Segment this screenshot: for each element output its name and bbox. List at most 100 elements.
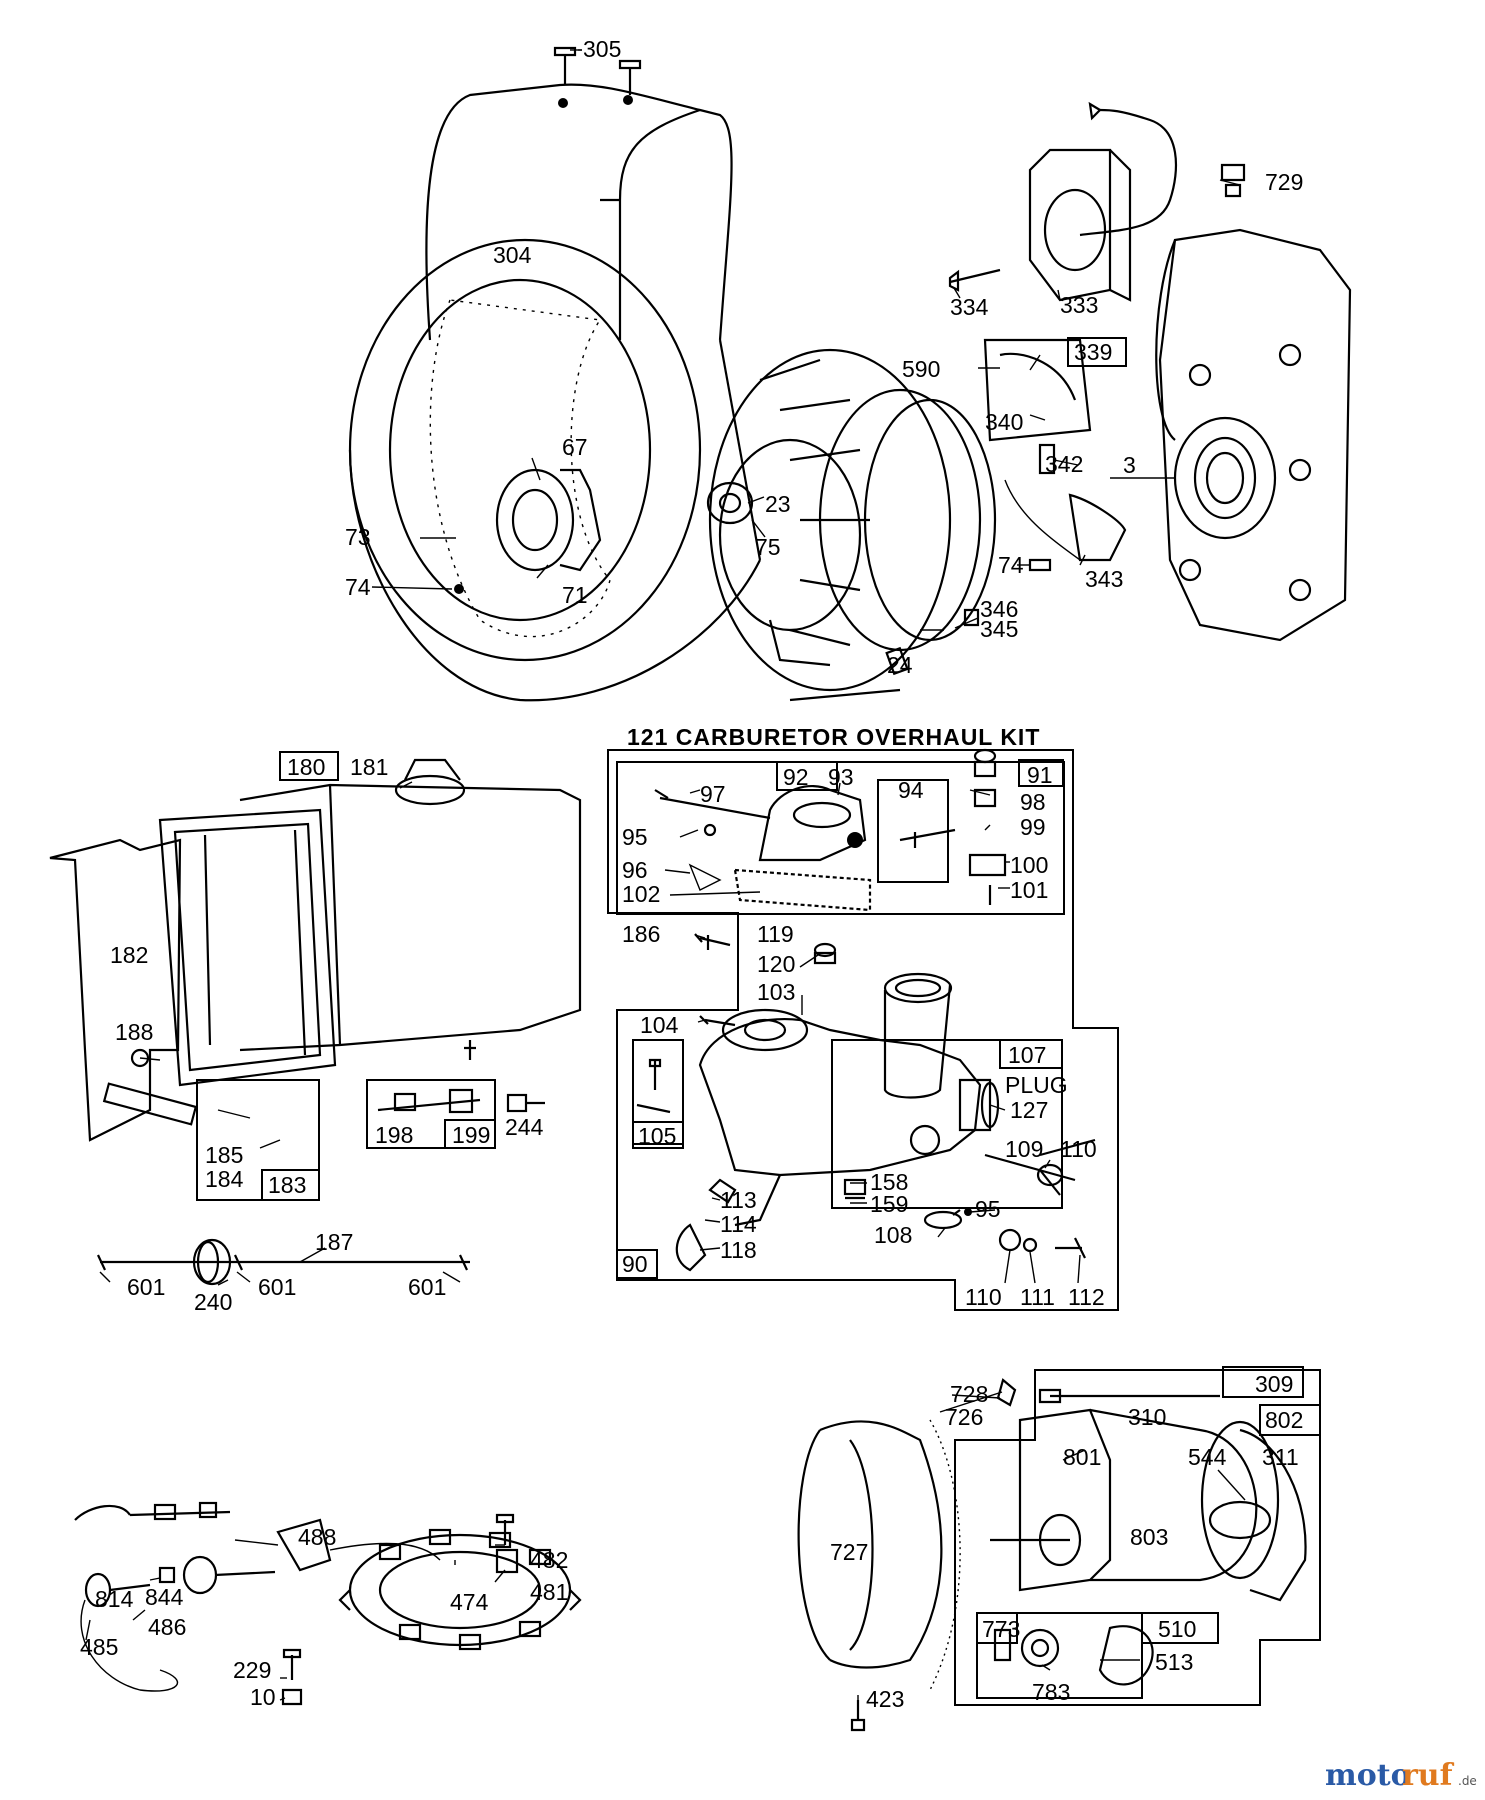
- crankcase-cover: [983, 228, 1352, 642]
- ignition-armature: [948, 101, 1246, 302]
- tank-kit-boxes: [196, 751, 496, 1201]
- callout-304: 304: [493, 242, 532, 268]
- callout-111: 111: [1020, 1284, 1055, 1310]
- callout-99: 99: [1020, 814, 1046, 840]
- callout-244: 244: [505, 1114, 544, 1140]
- callout-185: 185: [205, 1142, 243, 1168]
- callout-229: 229: [233, 1657, 271, 1683]
- callout-73: 73: [345, 524, 371, 550]
- callout-343: 343: [1085, 566, 1123, 592]
- callout-728: 728: [950, 1381, 988, 1407]
- callout-90: 90: [622, 1251, 648, 1277]
- callout-334: 334: [950, 294, 989, 320]
- watermark: moto ruf .de: [1325, 1758, 1477, 1793]
- callout-474: 474: [450, 1589, 489, 1615]
- callout-333: 333: [1060, 292, 1098, 318]
- starter-motor: [797, 1366, 1321, 1732]
- ignition-stator: [74, 1501, 582, 1706]
- callout-24: 24: [887, 652, 913, 678]
- callout-118: 118: [720, 1237, 757, 1263]
- callout-305: 305: [583, 36, 621, 62]
- callout-783: 783: [1032, 1679, 1070, 1705]
- plug-label: PLUG: [1005, 1072, 1068, 1098]
- leader-lines: [85, 49, 1246, 1701]
- callout-184: 184: [205, 1166, 244, 1192]
- callout-186: 186: [622, 921, 660, 947]
- callout-486: 486: [148, 1614, 186, 1640]
- callout-309: 309: [1255, 1371, 1293, 1397]
- callout-339: 339: [1074, 339, 1112, 365]
- callout-801: 801: [1063, 1444, 1101, 1470]
- governor-link: [97, 1238, 470, 1286]
- callout-199: 199: [452, 1122, 490, 1148]
- callout-127: 127: [1010, 1097, 1048, 1123]
- callout-10: 10: [250, 1684, 276, 1710]
- callout-158: 158: [870, 1169, 908, 1195]
- callout-114: 114: [720, 1211, 757, 1237]
- callout-590: 590: [902, 356, 940, 382]
- flywheel: [706, 348, 997, 702]
- fuel-line-fittings: [377, 1088, 545, 1114]
- callout-112: 112: [1068, 1284, 1105, 1310]
- callout-102: 102: [622, 881, 660, 907]
- kit-header: 121 CARBURETOR OVERHAUL KIT: [627, 724, 1040, 750]
- callout-97: 97: [700, 781, 726, 807]
- callout-729: 729: [1265, 169, 1303, 195]
- callout-346: 346: [980, 596, 1018, 622]
- callout-181: 181: [350, 754, 388, 780]
- callout-802: 802: [1265, 1407, 1303, 1433]
- watermark-suffix: .de: [1458, 1774, 1477, 1788]
- callout-544: 544: [1188, 1444, 1227, 1470]
- callout-159: 159: [870, 1191, 908, 1217]
- callout-481: 481: [530, 1579, 568, 1605]
- callout-105: 105: [638, 1123, 676, 1149]
- callout-510: 510: [1158, 1616, 1196, 1642]
- callout-119: 119: [757, 921, 794, 947]
- callout-310: 310: [1128, 1404, 1166, 1430]
- callout-187: 187: [315, 1229, 353, 1255]
- callout-814: 814: [95, 1586, 134, 1612]
- callout-198: 198: [375, 1122, 413, 1148]
- callout-311: 311: [1262, 1444, 1299, 1470]
- callout-95-top: 95: [622, 824, 648, 850]
- watermark-moto: moto: [1325, 1758, 1411, 1793]
- callout-110-bottom: 110: [965, 1284, 1002, 1310]
- callout-labels: 305 304 729 334 333 590 339 340 342 3 34…: [80, 36, 1303, 1712]
- callout-113: 113: [720, 1187, 757, 1213]
- callout-74-right: 74: [998, 552, 1024, 578]
- callout-92: 92: [783, 764, 809, 790]
- callout-513: 513: [1155, 1649, 1193, 1675]
- callout-601-c: 601: [408, 1274, 446, 1300]
- callout-101: 101: [1010, 877, 1048, 903]
- callout-71: 71: [562, 582, 588, 608]
- callout-3: 3: [1123, 452, 1136, 478]
- callout-108: 108: [874, 1222, 912, 1248]
- callout-182: 182: [110, 942, 148, 968]
- callout-727: 727: [830, 1539, 868, 1565]
- carburetor: [636, 748, 1096, 1272]
- callout-183: 183: [268, 1172, 306, 1198]
- callout-485: 485: [80, 1634, 118, 1660]
- callout-423: 423: [866, 1686, 904, 1712]
- callout-103: 103: [757, 979, 795, 1005]
- callout-91: 91: [1027, 762, 1053, 788]
- callout-23: 23: [765, 491, 791, 517]
- callout-844: 844: [145, 1584, 184, 1610]
- callout-107: 107: [1008, 1042, 1046, 1068]
- callout-104: 104: [640, 1012, 679, 1038]
- callout-67: 67: [562, 434, 588, 460]
- callout-342: 342: [1045, 451, 1083, 477]
- callout-180: 180: [287, 754, 325, 780]
- callout-601-a: 601: [127, 1274, 165, 1300]
- callout-601-b: 601: [258, 1274, 296, 1300]
- callout-240: 240: [194, 1289, 232, 1315]
- callout-94: 94: [898, 777, 924, 803]
- callout-120: 120: [757, 951, 795, 977]
- callout-488: 488: [298, 1524, 336, 1550]
- callout-188: 188: [115, 1019, 153, 1045]
- fuel-tank: [49, 758, 582, 1142]
- callout-75: 75: [755, 534, 781, 560]
- callout-110-top: 110: [1060, 1136, 1097, 1162]
- callout-773: 773: [982, 1616, 1020, 1642]
